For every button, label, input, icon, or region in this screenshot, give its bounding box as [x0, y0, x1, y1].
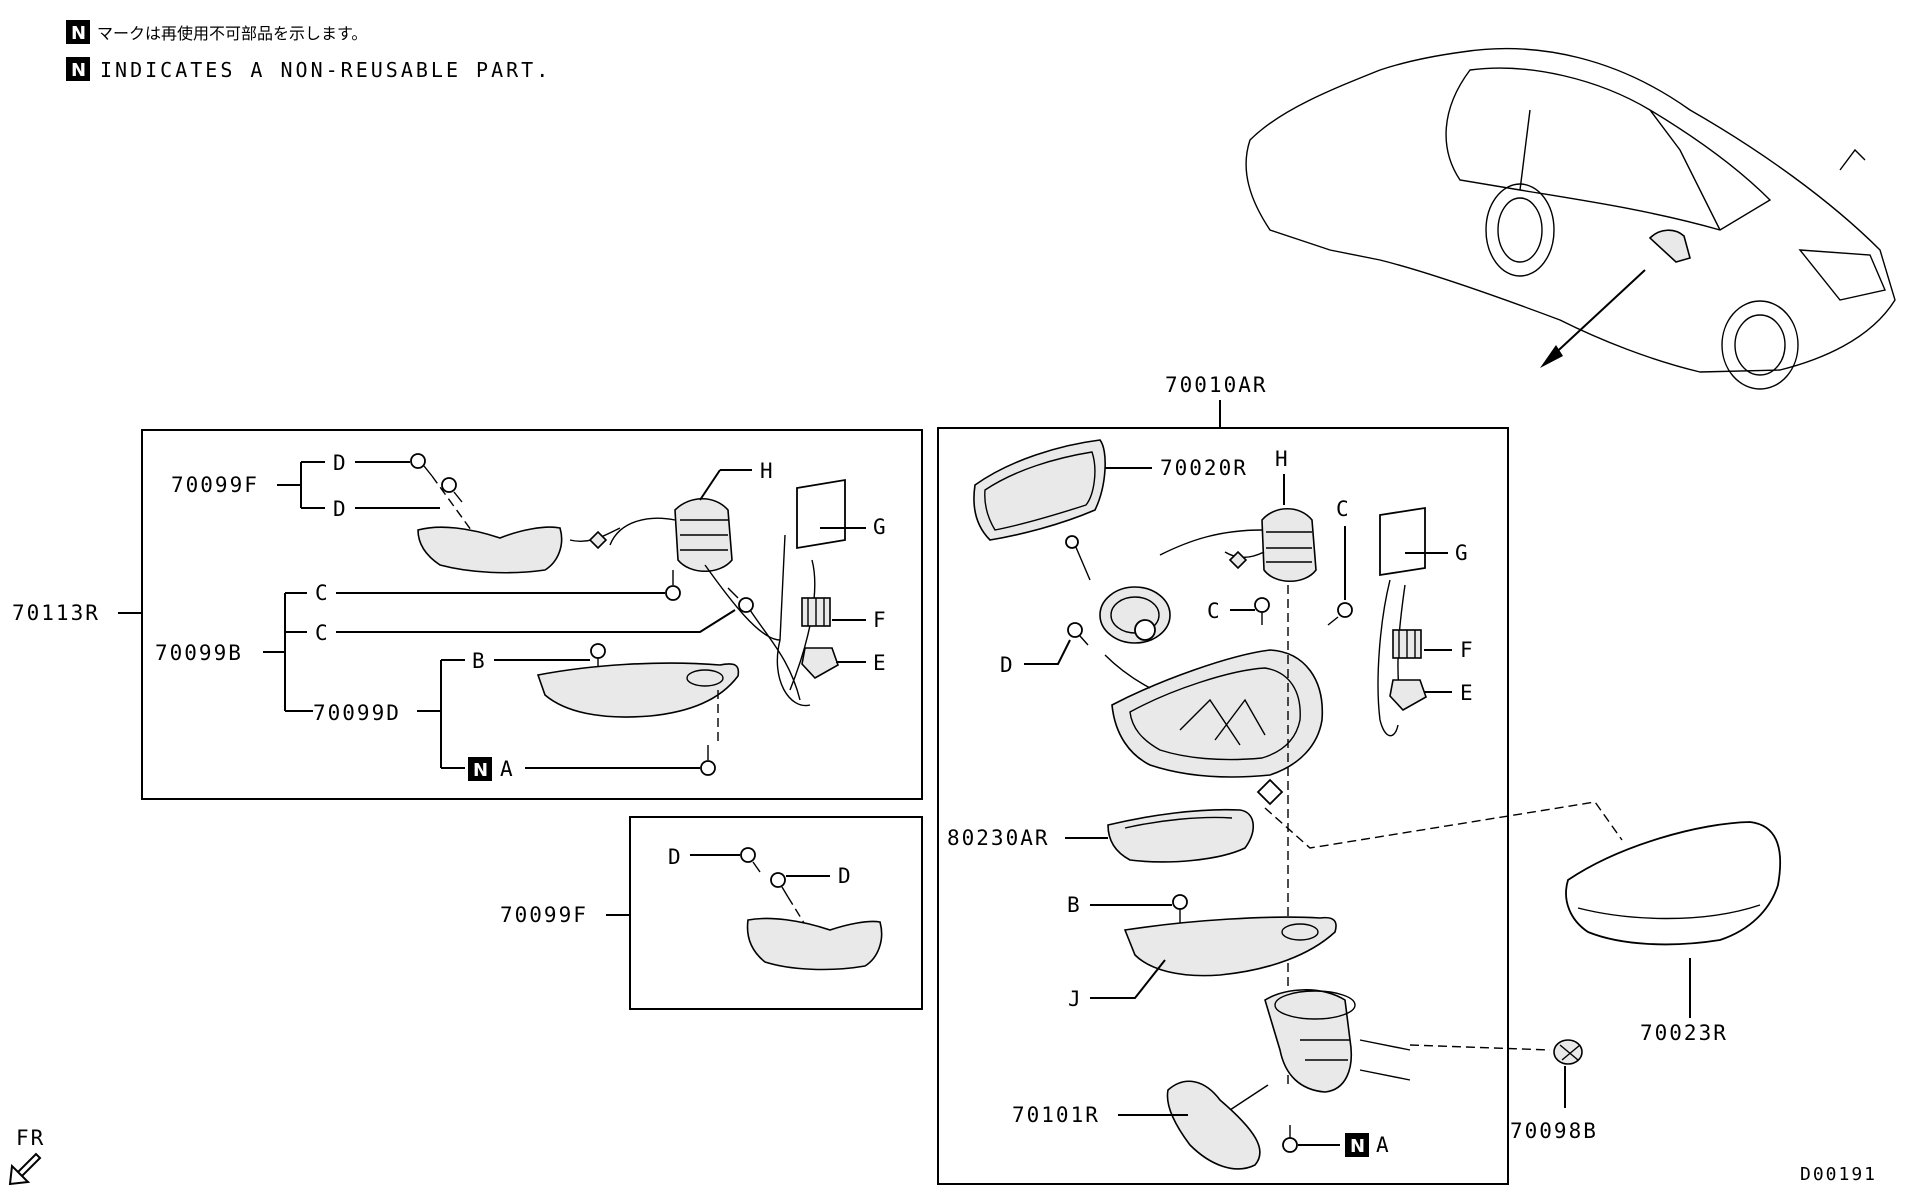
pad-G [1379, 506, 1426, 577]
part-label-70099F: 70099F [171, 473, 259, 497]
screw-B [1172, 894, 1188, 925]
mirror-actuator [1099, 586, 1171, 644]
ref-label-E: E [1460, 681, 1475, 705]
screw-B [590, 643, 606, 672]
screw-C [727, 587, 754, 613]
non-reusable-badge-icon: N [66, 57, 90, 81]
screw-C [665, 570, 681, 601]
front-direction-label: FR [16, 1126, 45, 1150]
mirror-glass-70020R [973, 439, 1106, 541]
legend-japanese-text: マークは再使用不可部品を示します。 [97, 24, 367, 43]
screw-D [740, 847, 761, 873]
screw-D [770, 872, 789, 898]
mirror-motor-H [1159, 508, 1317, 582]
ref-label-G: G [1455, 541, 1470, 565]
part-label-70098B: 70098B [1510, 1119, 1598, 1143]
mirror-motor-H [569, 498, 733, 572]
mirror-cover-70023R [1565, 821, 1782, 946]
part-label-70099B: 70099B [155, 641, 243, 665]
ref-label-F: F [1460, 638, 1475, 662]
part-label-70023R: 70023R [1640, 1021, 1728, 1045]
ref-label-B: B [472, 649, 487, 673]
connector-E [801, 647, 839, 680]
ref-label-H: H [1275, 447, 1290, 471]
legend-english-text: INDICATES A NON-REUSABLE PART. [100, 58, 551, 82]
ref-label-D: D [333, 451, 348, 475]
part-label-70020R: 70020R [1160, 456, 1248, 480]
connector-F [801, 597, 831, 627]
ref-label-G: G [873, 515, 888, 539]
non-reusable-badge-icon: N [1345, 1133, 1369, 1157]
front-direction-arrow-icon [8, 1152, 42, 1186]
ref-label-C: C [1336, 497, 1351, 521]
screw-D [1067, 622, 1089, 646]
ref-label-H: H [760, 459, 775, 483]
ref-label-D: D [333, 497, 348, 521]
assembly-box-70010AR [937, 427, 1509, 1185]
non-reusable-badge-icon: N [66, 20, 90, 44]
ref-label-C: C [315, 581, 330, 605]
mirror-mount-bracket [1264, 989, 1356, 1093]
svg-text:N: N [71, 23, 86, 44]
ref-label-D: D [1000, 653, 1015, 677]
turn-signal-80230AR [1107, 808, 1254, 863]
ref-label-J: J [1068, 987, 1083, 1011]
mirror-lower-cover [417, 526, 563, 574]
ref-label-C: C [315, 621, 330, 645]
pad-G [796, 478, 846, 550]
screw-D [410, 453, 433, 477]
connector-F [1392, 629, 1422, 659]
assembly-box-70113R [141, 429, 923, 800]
svg-text:N: N [1350, 1136, 1365, 1157]
ref-label-D: D [668, 845, 683, 869]
screw-A [700, 745, 716, 776]
ref-label-A: A [1376, 1133, 1391, 1157]
cover-70101R [1166, 1080, 1261, 1170]
part-label-70010AR: 70010AR [1165, 373, 1268, 397]
legend-english: N INDICATES A NON-REUSABLE PART. [66, 57, 551, 82]
part-label-80230AR: 80230AR [947, 826, 1050, 850]
non-reusable-badge-icon: N [468, 757, 492, 781]
ref-label-B: B [1067, 893, 1082, 917]
svg-text:N: N [473, 760, 488, 781]
diagram-code: D00191 [1800, 1164, 1877, 1185]
svg-text:N: N [71, 60, 86, 81]
part-label-70099F-single: 70099F [500, 903, 588, 927]
screw-D [441, 477, 463, 503]
mirror-base-plate [536, 662, 740, 718]
screw-C [1254, 597, 1270, 625]
part-label-70099D: 70099D [313, 701, 401, 725]
assembly-box-70099F [629, 816, 923, 1010]
part-label-70113R: 70113R [12, 601, 100, 625]
clip-70098B [1553, 1039, 1583, 1065]
vehicle-overview-icon [1245, 47, 1896, 390]
part-label-70101R: 70101R [1012, 1103, 1100, 1127]
screw-A [1282, 1125, 1298, 1153]
mirror-housing [1111, 649, 1324, 806]
mirror-lower-cover [746, 917, 883, 971]
legend-japanese: N マークは再使用不可部品を示します。 [66, 20, 367, 44]
mirror-base-J [1123, 916, 1337, 977]
ref-label-C: C [1207, 599, 1222, 623]
ref-label-F: F [873, 608, 888, 632]
screw-C [1327, 602, 1353, 626]
ref-label-E: E [873, 651, 888, 675]
ref-label-A: A [500, 757, 515, 781]
ref-label-D: D [838, 864, 853, 888]
connector-E [1389, 679, 1427, 712]
